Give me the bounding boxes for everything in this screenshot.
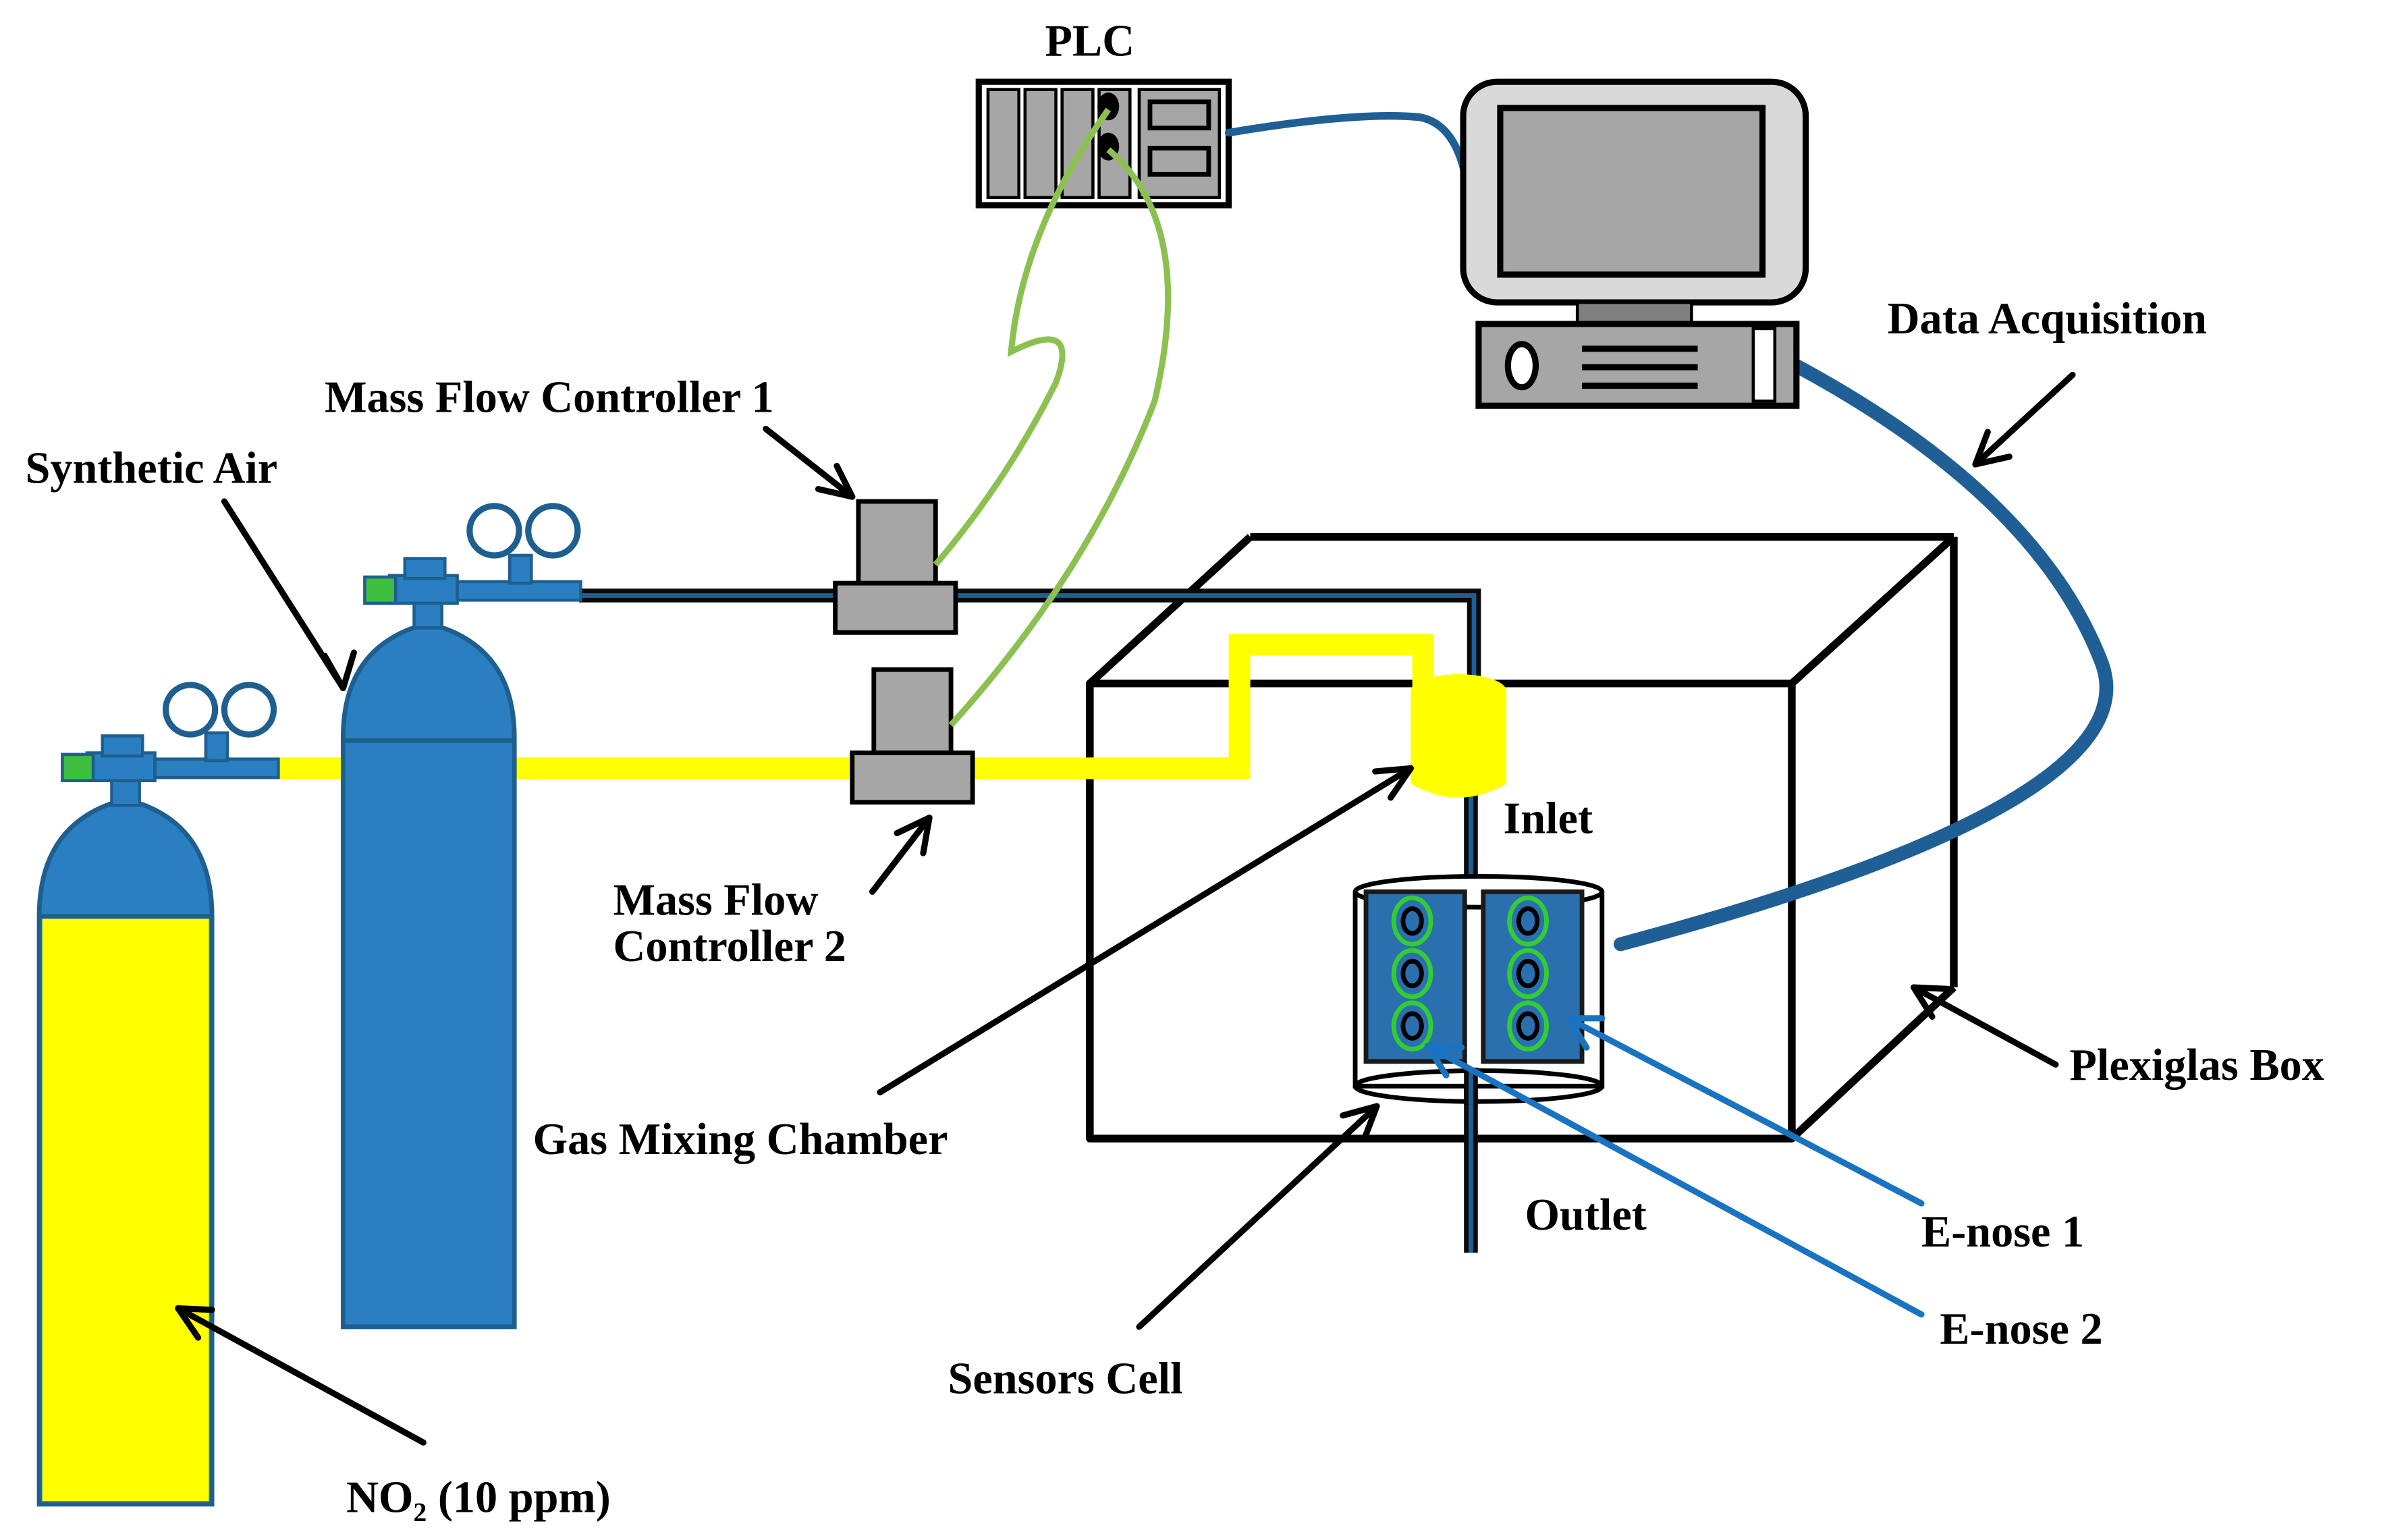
arrow-gas-mixing-chamber xyxy=(877,765,1414,1096)
mfc2-label-line2: Controller 2 xyxy=(613,922,846,971)
plexiglas-box-label: Plexiglas Box xyxy=(2069,1041,2324,1090)
no2-cylinder xyxy=(36,682,280,1507)
mfc1-label: Mass Flow Controller 1 xyxy=(325,373,774,422)
arrow-synthetic-air xyxy=(221,498,357,692)
synthetic-air-label: Synthetic Air xyxy=(25,444,277,493)
arrow-enose-2 xyxy=(1424,1043,1925,1318)
enose-2-label: E-nose 2 xyxy=(1940,1305,2102,1354)
sensors-cell-label: Sensors Cell xyxy=(948,1354,1183,1403)
plc-signal-wires xyxy=(933,107,1172,728)
synthetic-air-cylinder xyxy=(340,503,582,1330)
plc-unit xyxy=(975,78,1232,209)
arrow-no2 xyxy=(175,1305,427,1446)
mass-flow-controller-1 xyxy=(833,499,958,635)
arrow-mfc2 xyxy=(869,815,933,895)
enose-arrows xyxy=(1424,1015,1925,1318)
arrow-mfc1 xyxy=(763,425,856,500)
outlet-label: Outlet xyxy=(1525,1191,1646,1240)
arrow-data-acquisition xyxy=(1972,371,2076,468)
arrow-sensors-cell xyxy=(1136,1103,1380,1330)
gas-mixing-chamber xyxy=(1411,674,1507,798)
inlet-label: Inlet xyxy=(1503,794,1593,843)
plc-label: PLC xyxy=(1045,16,1135,65)
data-acquisition-label: Data Acquisition xyxy=(1888,294,2207,344)
no2-label: NO₂ (10 ppm) xyxy=(346,1473,611,1522)
computer-monitor xyxy=(1460,78,1809,326)
gas-mixing-chamber-label: Gas Mixing Chamber xyxy=(533,1115,948,1164)
enose-1-board xyxy=(1481,889,1585,1064)
mfc2-label-line1: Mass Flow xyxy=(613,876,818,925)
enose-1-label: E-nose 1 xyxy=(1921,1207,2084,1257)
computer-tower xyxy=(1475,321,1800,409)
enose-2-board xyxy=(1363,889,1467,1064)
arrow-enose-1 xyxy=(1564,1015,1925,1207)
mass-flow-controller-2 xyxy=(850,667,975,805)
callout-arrows xyxy=(175,371,2076,1446)
arrow-plexiglas-box xyxy=(1910,984,2059,1068)
